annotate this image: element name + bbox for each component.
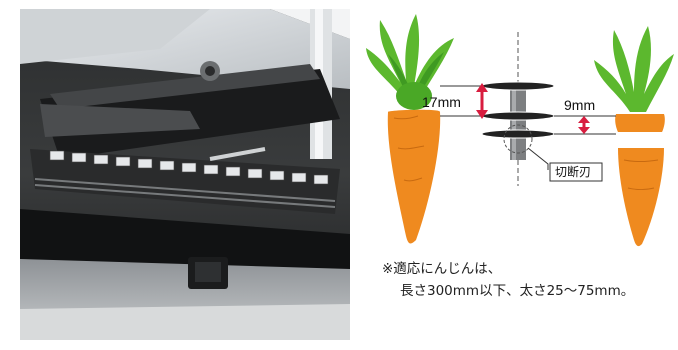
dim-arrow-lower bbox=[578, 116, 590, 134]
dim-arrow-upper bbox=[476, 83, 488, 119]
machine-photo bbox=[20, 9, 350, 340]
dim-label-upper: 17mm bbox=[422, 94, 461, 110]
cutter-highlight bbox=[503, 124, 533, 154]
cutting-diagram: 17mm 9mm 切断刃 bbox=[366, 14, 674, 247]
carrot-cut-body bbox=[618, 148, 664, 247]
dim-label-lower: 9mm bbox=[564, 97, 595, 113]
blade-label: 切断刃 bbox=[555, 164, 591, 179]
carrot-spec-note: ※適応にんじんは、 長さ300mm以下、太さ25～75mm。 bbox=[382, 258, 674, 302]
blade-discs bbox=[481, 81, 555, 139]
note-line-2: 長さ300mm以下、太さ25～75mm。 bbox=[400, 283, 635, 299]
carrot-top-stump bbox=[594, 26, 674, 132]
blade-label-box bbox=[549, 162, 603, 182]
whole-carrot bbox=[366, 14, 454, 244]
note-line-1: ※適応にんじんは、 bbox=[382, 261, 502, 277]
